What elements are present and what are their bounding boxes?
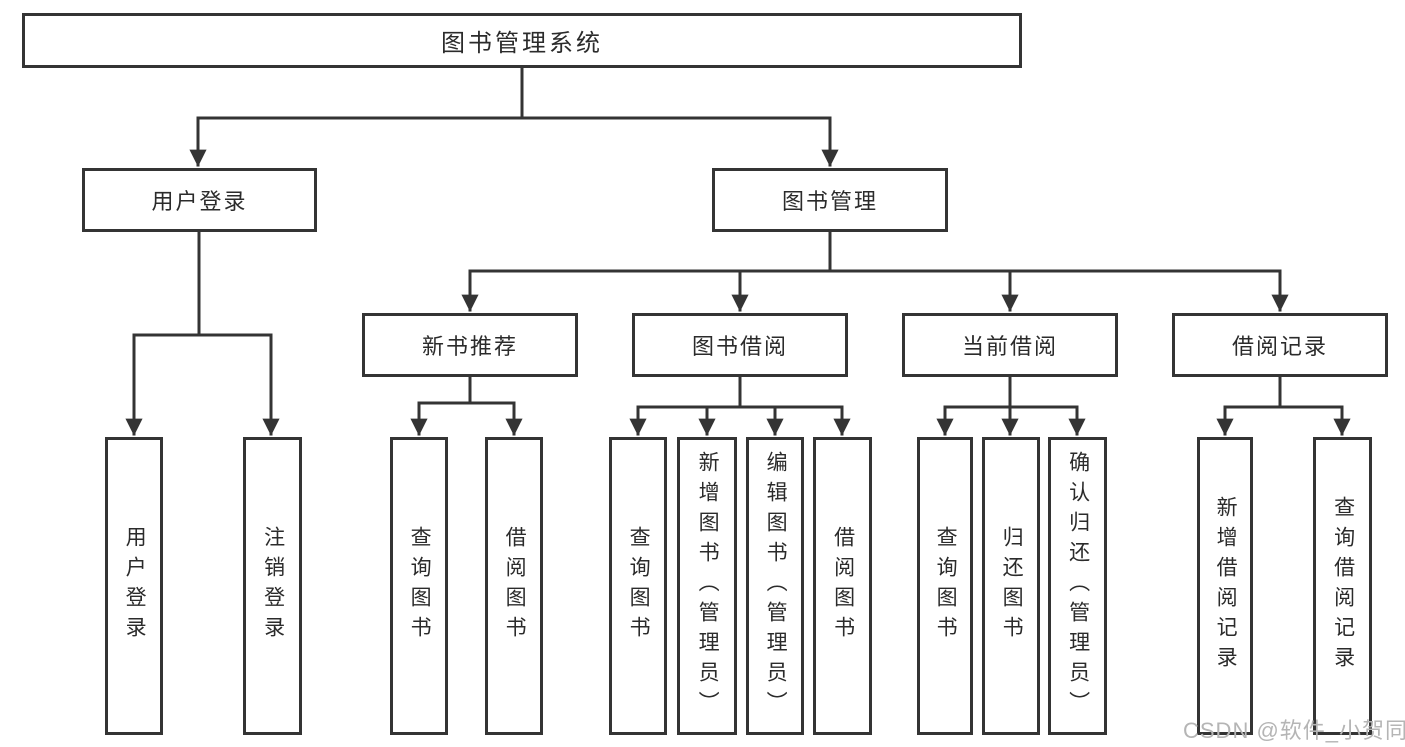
node-borrowing-records: 借阅记录 <box>1172 313 1388 377</box>
leaf-add-books-admin: 新增图书（管理员） <box>677 437 737 735</box>
leaf-edit-books-admin: 编辑图书（管理员） <box>746 437 804 735</box>
node-label: 归还图书 <box>1000 526 1024 646</box>
node-label: 借阅图书 <box>831 526 855 646</box>
node-label: 查询图书 <box>934 526 958 646</box>
node-label: 新书推荐 <box>421 334 518 359</box>
node-label: 新增图书（管理员） <box>696 451 720 721</box>
node-label: 借阅图书 <box>503 526 527 646</box>
node-label: 图书借阅 <box>691 334 788 359</box>
connector-trunks <box>132 66 1344 409</box>
node-label: 新增借阅记录 <box>1214 496 1238 676</box>
node-label: 用户登录 <box>151 189 248 214</box>
leaf-add-borrow-record: 新增借阅记录 <box>1197 437 1253 735</box>
node-user-login: 用户登录 <box>82 168 317 232</box>
node-label: 查询图书 <box>408 526 432 646</box>
leaf-query-books-current: 查询图书 <box>917 437 973 735</box>
node-book-borrowing: 图书借阅 <box>632 313 848 377</box>
node-label: 当前借阅 <box>961 334 1058 359</box>
node-label: 确认归还（管理员） <box>1066 451 1090 721</box>
leaf-return-books: 归还图书 <box>982 437 1040 735</box>
leaf-query-books-borrowing: 查询图书 <box>609 437 667 735</box>
leaf-query-borrow-record: 查询借阅记录 <box>1313 437 1372 735</box>
leaf-user-login: 用户登录 <box>105 437 163 735</box>
csdn-watermark: CSDN @软件_小贺同学 <box>1183 718 1405 743</box>
node-label: 借阅记录 <box>1231 334 1328 359</box>
node-book-management: 图书管理 <box>712 168 948 232</box>
node-label: 图书管理 <box>781 189 878 214</box>
node-label: 图书管理系统 <box>441 30 603 57</box>
leaf-borrow-books-recommend: 借阅图书 <box>485 437 543 735</box>
leaf-confirm-return-admin: 确认归还（管理员） <box>1048 437 1107 735</box>
leaf-borrow-books: 借阅图书 <box>813 437 872 735</box>
node-new-book-recommend: 新书推荐 <box>362 313 578 377</box>
connector-arrows <box>125 116 1351 436</box>
node-current-borrowing: 当前借阅 <box>902 313 1118 377</box>
leaf-query-books-recommend: 查询图书 <box>390 437 448 735</box>
node-library-management-system: 图书管理系统 <box>22 13 1022 68</box>
node-label: 编辑图书（管理员） <box>764 451 788 721</box>
node-label: 查询借阅记录 <box>1331 496 1355 676</box>
leaf-logout: 注销登录 <box>243 437 302 735</box>
node-label: 用户登录 <box>123 526 147 646</box>
node-label: 查询图书 <box>627 526 651 646</box>
node-label: 注销登录 <box>261 526 285 646</box>
